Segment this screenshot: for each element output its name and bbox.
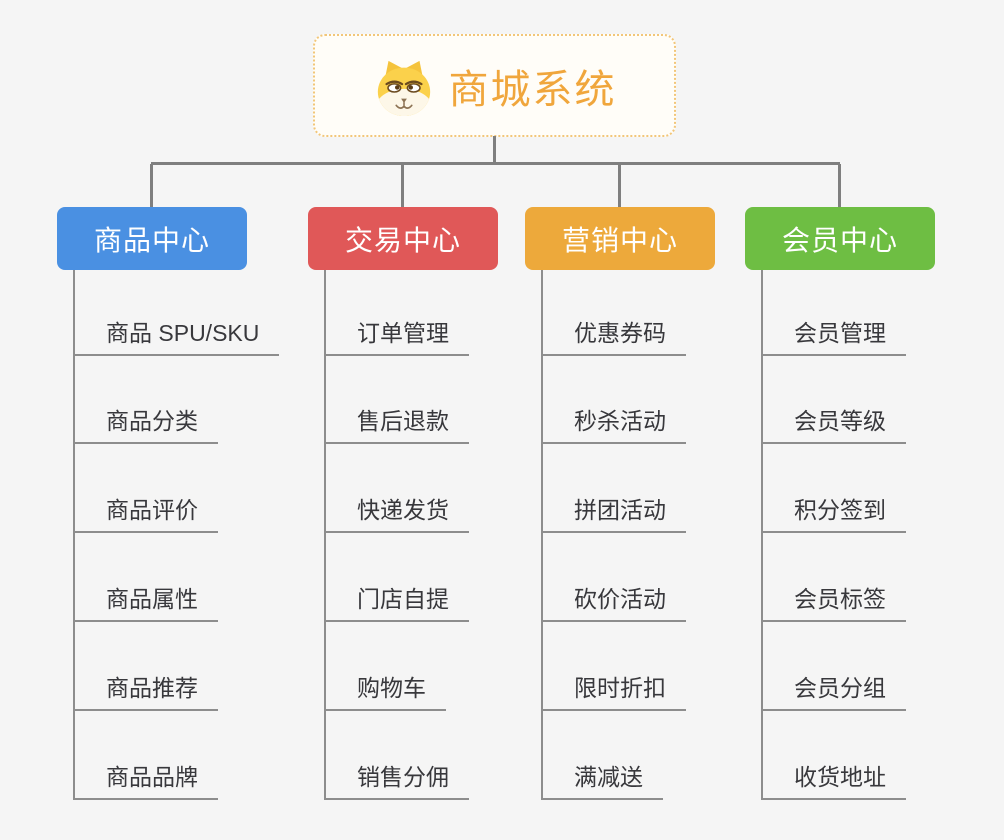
leaf-node[interactable]: 购物车 bbox=[324, 673, 446, 711]
leaf-node[interactable]: 会员标签 bbox=[761, 584, 906, 622]
leaf-node[interactable]: 门店自提 bbox=[324, 584, 469, 622]
branch-rail bbox=[541, 270, 543, 800]
connector-horizontal-bar bbox=[151, 162, 840, 165]
branch-node-member-center[interactable]: 会员中心 bbox=[745, 207, 935, 270]
branch-rail bbox=[761, 270, 763, 800]
branch-rail bbox=[324, 270, 326, 800]
leaf-node[interactable]: 限时折扣 bbox=[541, 673, 686, 711]
branch-trade-center: 交易中心 订单管理 售后退款 快递发货 门店自提 购物车 销售分佣 bbox=[308, 207, 578, 807]
leaf-node[interactable]: 积分签到 bbox=[761, 495, 906, 533]
branch-product-center: 商品中心 商品 SPU/SKU 商品分类 商品评价 商品属性 商品推荐 商品品牌 bbox=[57, 207, 327, 807]
leaf-node[interactable]: 砍价活动 bbox=[541, 584, 686, 622]
leaf-node[interactable]: 商品属性 bbox=[73, 584, 218, 622]
leaf-node[interactable]: 拼团活动 bbox=[541, 495, 686, 533]
branch-node-trade-center[interactable]: 交易中心 bbox=[308, 207, 498, 270]
connector-drop-marketing bbox=[618, 164, 621, 208]
leaf-node[interactable]: 会员管理 bbox=[761, 318, 906, 356]
leaf-node[interactable]: 商品评价 bbox=[73, 495, 218, 533]
leaf-node[interactable]: 商品品牌 bbox=[73, 762, 218, 800]
leaf-node[interactable]: 会员等级 bbox=[761, 406, 906, 444]
connector-root-stem bbox=[493, 136, 496, 164]
leaf-node[interactable]: 满减送 bbox=[541, 762, 663, 800]
leaf-node[interactable]: 售后退款 bbox=[324, 406, 469, 444]
connector-drop-product bbox=[150, 164, 153, 208]
leaf-node[interactable]: 秒杀活动 bbox=[541, 406, 686, 444]
connector-drop-trade bbox=[401, 164, 404, 208]
root-title: 商城系统 bbox=[448, 67, 617, 112]
leaf-node[interactable]: 商品分类 bbox=[73, 406, 218, 444]
leaf-node[interactable]: 快递发货 bbox=[324, 495, 469, 533]
leaf-node[interactable]: 订单管理 bbox=[324, 318, 469, 356]
leaf-node[interactable]: 商品推荐 bbox=[73, 673, 218, 711]
branch-node-product-center[interactable]: 商品中心 bbox=[57, 207, 247, 270]
branch-node-marketing-center[interactable]: 营销中心 bbox=[525, 207, 715, 270]
leaf-node[interactable]: 销售分佣 bbox=[324, 762, 469, 800]
branch-member-center: 会员中心 会员管理 会员等级 积分签到 会员标签 会员分组 收货地址 bbox=[745, 207, 1004, 807]
branch-rail bbox=[73, 270, 75, 800]
shiba-dog-icon bbox=[377, 60, 430, 116]
leaf-node[interactable]: 收货地址 bbox=[761, 762, 906, 800]
branch-marketing-center: 营销中心 优惠券码 秒杀活动 拼团活动 砍价活动 限时折扣 满减送 bbox=[525, 207, 795, 807]
leaf-node[interactable]: 优惠券码 bbox=[541, 318, 686, 356]
leaf-node[interactable]: 会员分组 bbox=[761, 673, 906, 711]
leaf-node[interactable]: 商品 SPU/SKU bbox=[73, 318, 280, 356]
root-node[interactable]: 商城系统 bbox=[313, 34, 676, 137]
connector-drop-member bbox=[838, 164, 841, 208]
